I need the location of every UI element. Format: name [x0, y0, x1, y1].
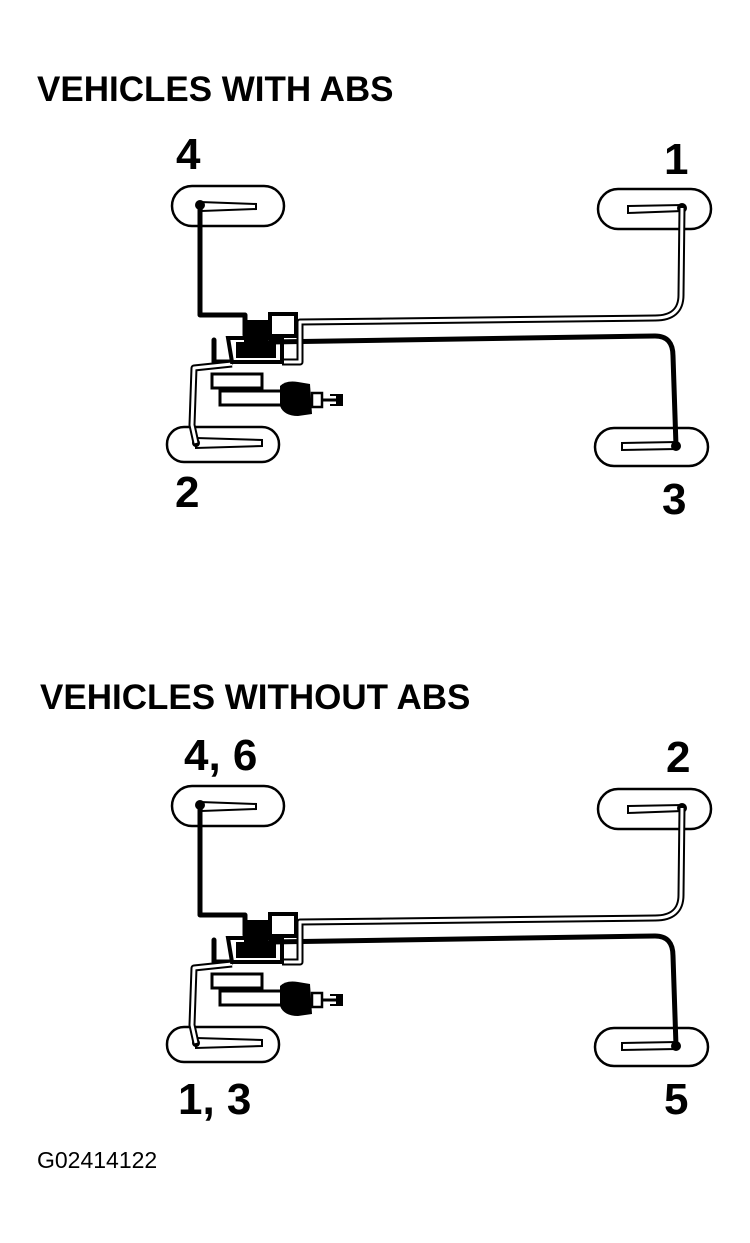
rear-right-wheel-label: 5: [664, 1075, 688, 1124]
front-left-wheel-label: 4, 6: [184, 731, 257, 780]
section-title: VEHICLES WITH ABS: [37, 70, 394, 109]
brake-system-drawing: [167, 186, 711, 466]
rear-left-wheel-label: 1, 3: [178, 1075, 251, 1124]
front-right-wheel-label: 1: [664, 135, 688, 184]
front-left-wheel-label: 4: [176, 130, 201, 179]
front-right-wheel-label: 2: [666, 733, 690, 782]
figure-code: G02414122: [37, 1147, 157, 1173]
section-with-abs: VEHICLES WITH ABS 4 1 2 3: [37, 70, 711, 524]
section-without-abs: VEHICLES WITHOUT ABS 4, 6 2 1, 3 5: [40, 678, 711, 1124]
brake-system-drawing: [167, 786, 711, 1066]
rear-right-wheel-label: 3: [662, 475, 686, 524]
section-title: VEHICLES WITHOUT ABS: [40, 678, 470, 717]
rear-left-wheel-label: 2: [175, 468, 199, 517]
